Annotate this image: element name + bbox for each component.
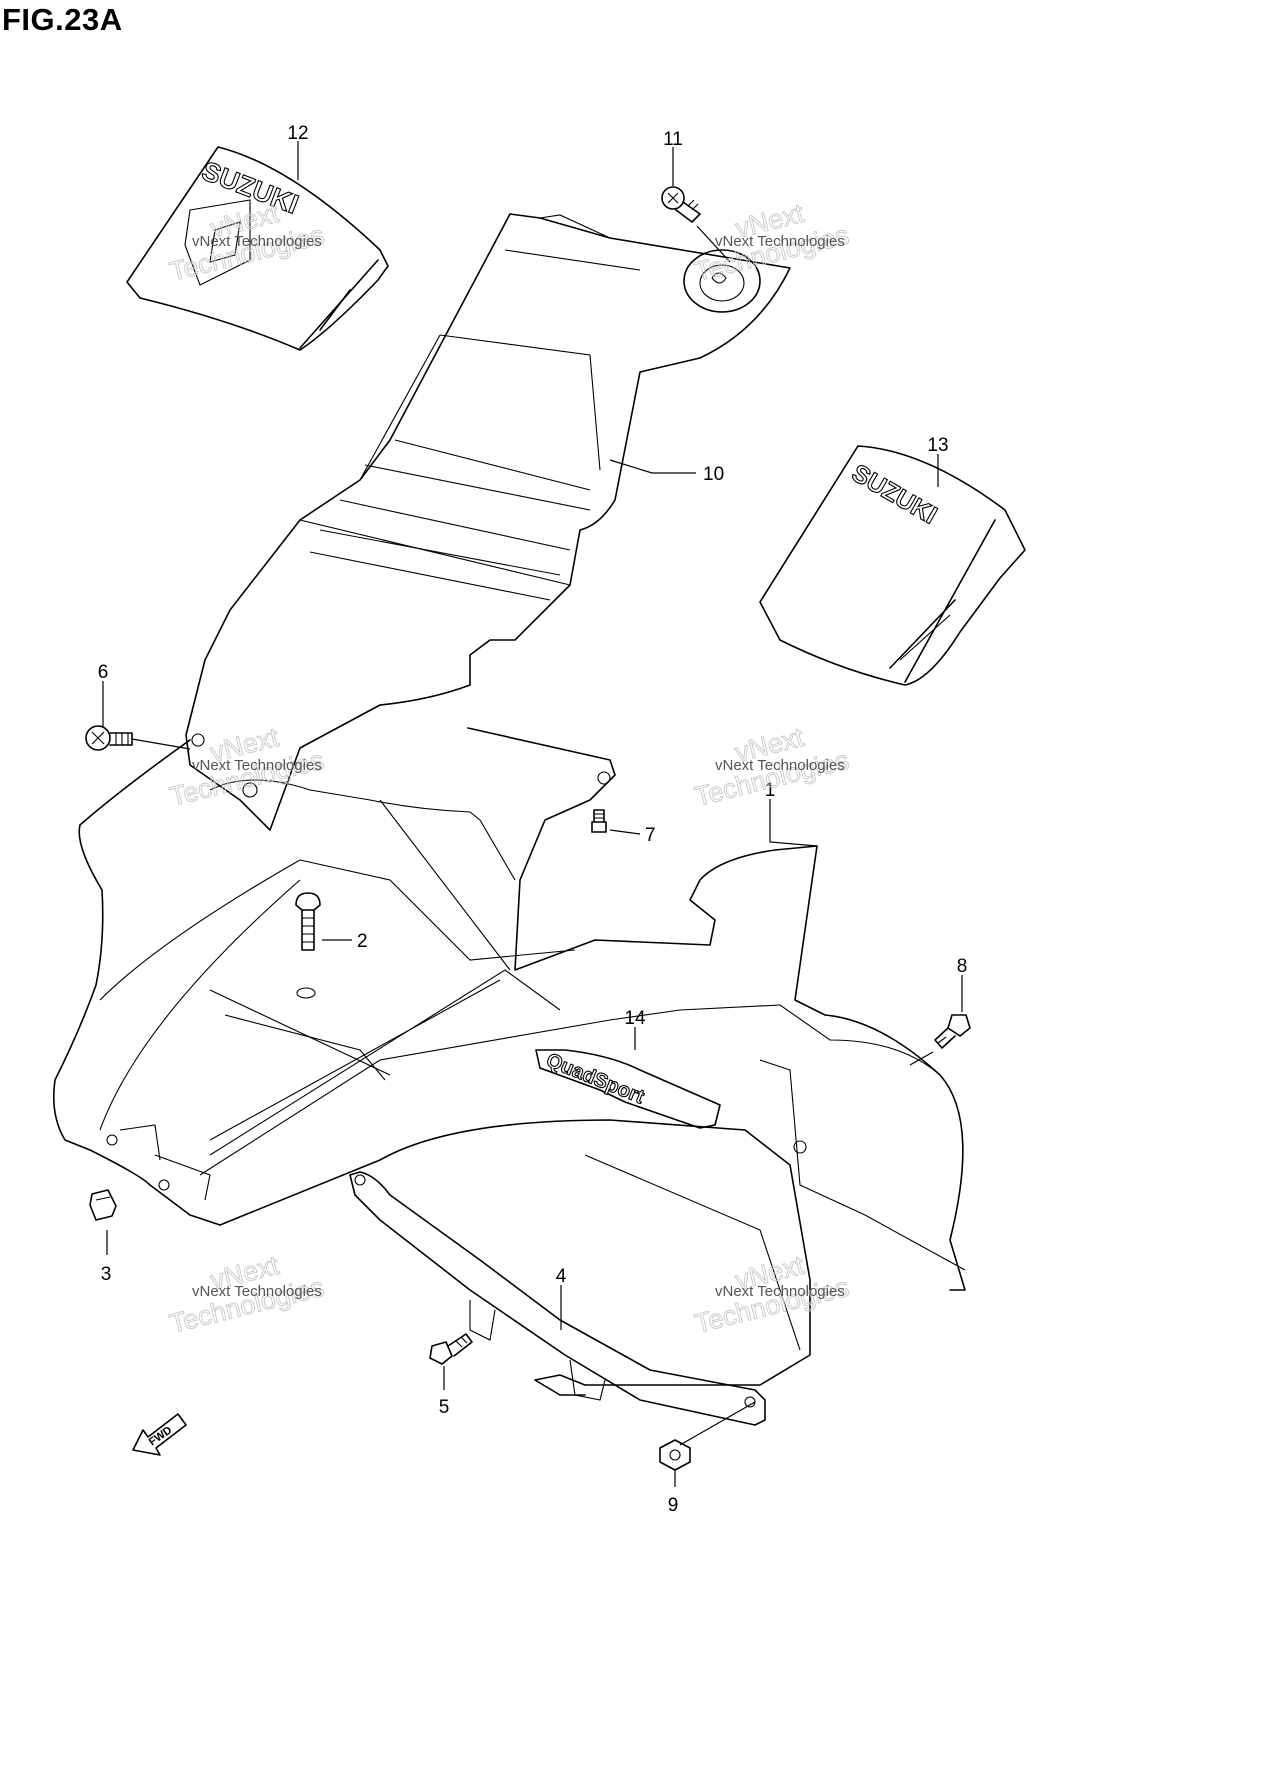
watermark-5-small: vNext Technologies (192, 1283, 322, 1300)
watermark-1-small: vNext Technologies (192, 233, 322, 250)
watermark-3-small: vNext Technologies (192, 757, 322, 774)
part-4-bracket[interactable] (349, 1171, 766, 1426)
callout-12: 12 (287, 123, 308, 144)
part-7-bolt[interactable] (591, 809, 607, 833)
part-9-nut[interactable] (659, 1439, 691, 1471)
callout-13: 13 (927, 435, 948, 456)
watermark-2-small: vNext Technologies (715, 233, 845, 250)
part-11-screw[interactable] (661, 186, 701, 223)
part-5-bolt[interactable] (429, 1333, 473, 1365)
callout-labels: 12 11 10 13 6 1 7 2 8 14 3 4 5 9 (98, 123, 968, 1516)
callout-1: 1 (765, 780, 776, 801)
leader-lines (102, 141, 963, 1487)
figure-title: FIG.23A (2, 2, 123, 37)
part-6-screw[interactable] (85, 725, 133, 751)
callout-2: 2 (357, 931, 368, 952)
part-2-bolt[interactable] (295, 892, 321, 999)
callout-8: 8 (957, 956, 968, 977)
emblem-14-text: QuadSport (543, 1049, 647, 1108)
callout-6: 6 (98, 662, 109, 683)
callout-3: 3 (101, 1264, 112, 1285)
callout-9: 9 (668, 1495, 679, 1516)
callout-11: 11 (663, 129, 683, 150)
callout-10: 10 (703, 464, 724, 485)
watermark-4-small: vNext Technologies (715, 757, 845, 774)
part-14-emblem[interactable]: QuadSport (535, 1049, 721, 1129)
part-10-front-cover[interactable] (185, 213, 791, 831)
part-8-bolt[interactable] (934, 1014, 971, 1049)
callout-7: 7 (645, 825, 656, 846)
callout-5: 5 (439, 1397, 450, 1418)
decal-13-brand-text: SUZUKI (847, 459, 942, 530)
watermark-6-small: vNext Technologies (715, 1283, 845, 1300)
callout-4: 4 (556, 1266, 567, 1287)
callout-14: 14 (624, 1008, 646, 1029)
part-1-front-fender[interactable] (52, 727, 966, 1396)
fwd-arrow-icon: FWD (132, 1413, 187, 1456)
part-3-clip-nut[interactable] (89, 1189, 117, 1221)
part-13-decal[interactable]: SUZUKI (759, 445, 1026, 686)
